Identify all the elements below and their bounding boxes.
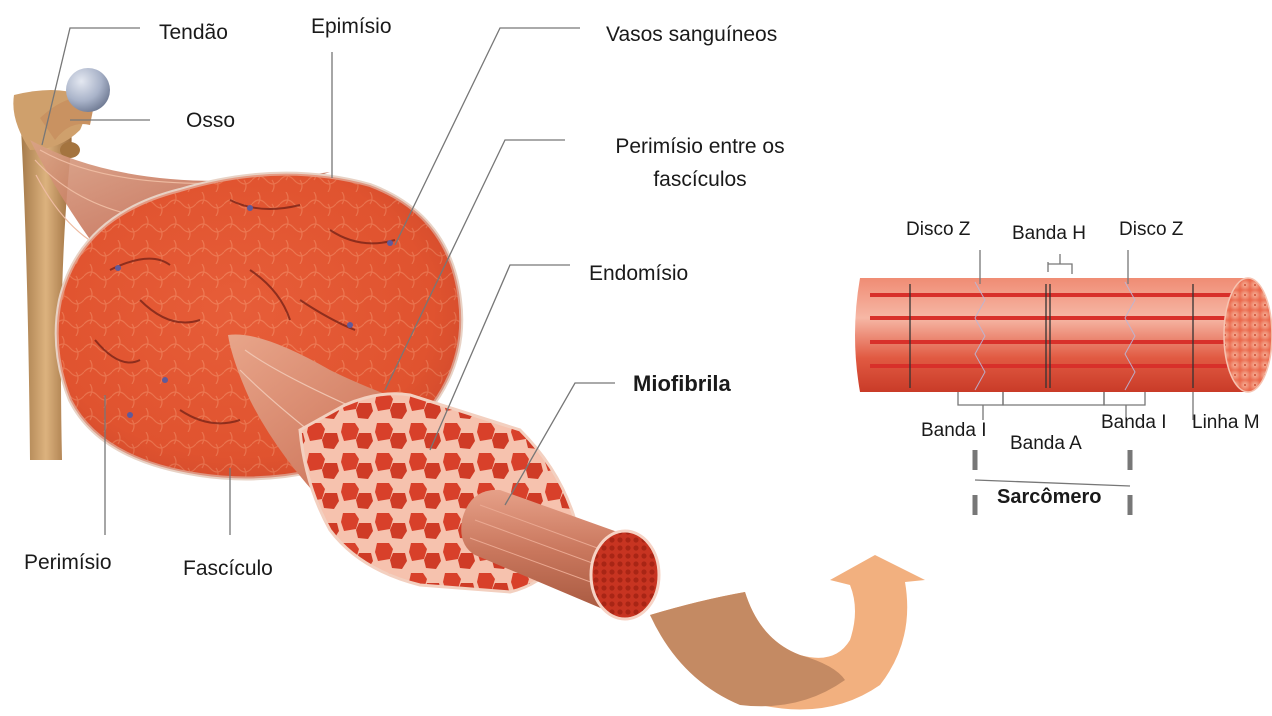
label-fasciculo: Fascículo xyxy=(183,556,273,581)
label-miofibrila: Miofibrila xyxy=(633,371,731,397)
label-banda-i-right: Banda I xyxy=(1101,412,1167,435)
label-endomisio: Endomísio xyxy=(589,261,688,286)
sarcomere-cylinder xyxy=(855,278,1272,392)
label-linha-m: Linha M xyxy=(1192,412,1260,435)
label-perimisio: Perimísio xyxy=(24,550,112,575)
label-perimisio-entre-fasciculos: Perimísio entre os fascículos xyxy=(600,134,800,192)
label-perimisio-entre-line1: Perimísio entre os xyxy=(600,134,800,159)
label-disco-z-right: Disco Z xyxy=(1119,219,1183,242)
label-tendao: Tendão xyxy=(159,20,228,45)
curved-arrow xyxy=(650,555,925,710)
label-epimisio: Epimísio xyxy=(311,14,392,39)
label-sarcomero: Sarcômero xyxy=(997,485,1102,509)
label-banda-h: Banda H xyxy=(1012,223,1086,246)
label-banda-a: Banda A xyxy=(1010,433,1082,456)
label-banda-i-left: Banda I xyxy=(921,420,987,443)
label-vasos-sanguineos: Vasos sanguíneos xyxy=(606,22,777,47)
label-osso: Osso xyxy=(186,108,235,133)
label-perimisio-entre-line2: fascículos xyxy=(600,167,800,192)
label-disco-z-left: Disco Z xyxy=(906,219,970,242)
